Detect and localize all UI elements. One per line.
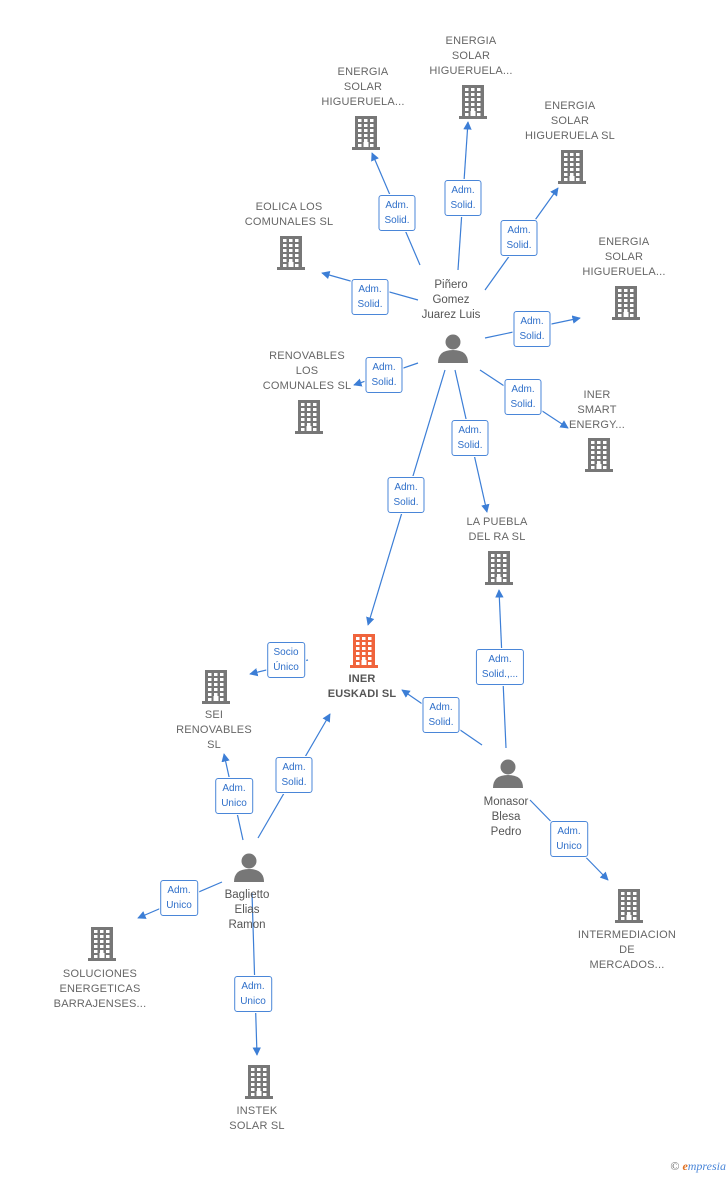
relation-tag-p2-c9[interactable]: Adm. Solid. (422, 697, 460, 733)
relation-tag-p2-c12[interactable]: Adm. Unico (550, 821, 588, 857)
company-label[interactable]: LA PUEBLA DEL RA SL (466, 516, 528, 543)
company-label[interactable]: ENERGIA SOLAR HIGUERUELA... (321, 66, 405, 108)
copyright-icon: © (670, 1159, 680, 1173)
person-icon[interactable] (493, 759, 523, 789)
company-label[interactable]: INTERMEDIACION DE MERCADOS... (577, 929, 677, 971)
brand-logo-text: mpresia (687, 1159, 726, 1173)
relation-tag-p1-c3[interactable]: Adm. Solid. (500, 220, 538, 256)
brand-logo-initial: e (682, 1159, 688, 1173)
relation-tag-c9-c10[interactable]: Socio Único (267, 642, 305, 678)
relation-tag-p1-c2[interactable]: Adm. Solid. (444, 180, 482, 216)
building-icon[interactable] (615, 889, 643, 923)
building-icon[interactable] (612, 286, 640, 320)
focus-company-label[interactable]: INER EUSKADI SL (327, 673, 397, 700)
company-label[interactable]: ENERGIA SOLAR HIGUERUELA SL (524, 100, 616, 142)
person-label[interactable]: Piñero Gomez Juarez Luis (421, 279, 481, 321)
building-icon[interactable] (202, 670, 230, 704)
relation-tag-p1-c8[interactable]: Adm. Solid. (451, 420, 489, 456)
relation-tag-p3-c10[interactable]: Adm. Unico (215, 778, 253, 814)
company-label[interactable]: ENERGIA SOLAR HIGUERUELA... (582, 236, 666, 278)
relation-tag-p1-c5[interactable]: Adm. Solid. (513, 311, 551, 347)
relation-tag-p2-c8[interactable]: Adm. Solid.,... (475, 649, 525, 685)
person-icon[interactable] (438, 334, 468, 364)
relation-tag-p1-c9[interactable]: Adm. Solid. (387, 477, 425, 513)
building-icon[interactable] (88, 927, 116, 961)
relation-tag-p3-c13[interactable]: Adm. Unico (234, 976, 272, 1012)
brand-footer: © empresia (670, 1159, 726, 1174)
relation-tag-p3-c11[interactable]: Adm. Unico (160, 880, 198, 916)
company-label[interactable]: SOLUCIONES ENERGETICAS BARRAJENSES... (53, 968, 147, 1010)
company-label[interactable]: INSTEK SOLAR SL (229, 1105, 285, 1132)
building-icon[interactable] (459, 85, 487, 119)
company-label[interactable]: SEI RENOVABLES SL (176, 709, 252, 751)
company-label[interactable]: EOLICA LOS COMUNALES SL (244, 201, 334, 228)
building-icon[interactable] (350, 634, 378, 668)
company-label[interactable]: INER SMART ENERGY... (568, 389, 626, 431)
person-label[interactable]: Monasor Blesa Pedro (483, 796, 529, 838)
relation-edge-p3-c13 (251, 892, 261, 1056)
relation-tag-p1-c1[interactable]: Adm. Solid. (378, 195, 416, 231)
person-label[interactable]: Baglietto Elias Ramon (224, 889, 270, 931)
company-label[interactable]: ENERGIA SOLAR HIGUERUELA... (429, 35, 513, 77)
building-icon[interactable] (295, 400, 323, 434)
building-icon[interactable] (245, 1065, 273, 1099)
relation-tag-p1-c7[interactable]: Adm. Solid. (504, 379, 542, 415)
relation-tag-p1-c4[interactable]: Adm. Solid. (351, 279, 389, 315)
building-icon[interactable] (585, 438, 613, 472)
relation-tag-p1-c6[interactable]: Adm. Solid. (365, 357, 403, 393)
person-icon[interactable] (234, 853, 264, 883)
building-icon[interactable] (558, 150, 586, 184)
company-label[interactable]: RENOVABLES LOS COMUNALES SL (262, 350, 352, 392)
building-icon[interactable] (485, 551, 513, 585)
building-icon[interactable] (352, 116, 380, 150)
building-icon[interactable] (277, 236, 305, 270)
relation-tag-p3-c9[interactable]: Adm. Solid. (275, 757, 313, 793)
